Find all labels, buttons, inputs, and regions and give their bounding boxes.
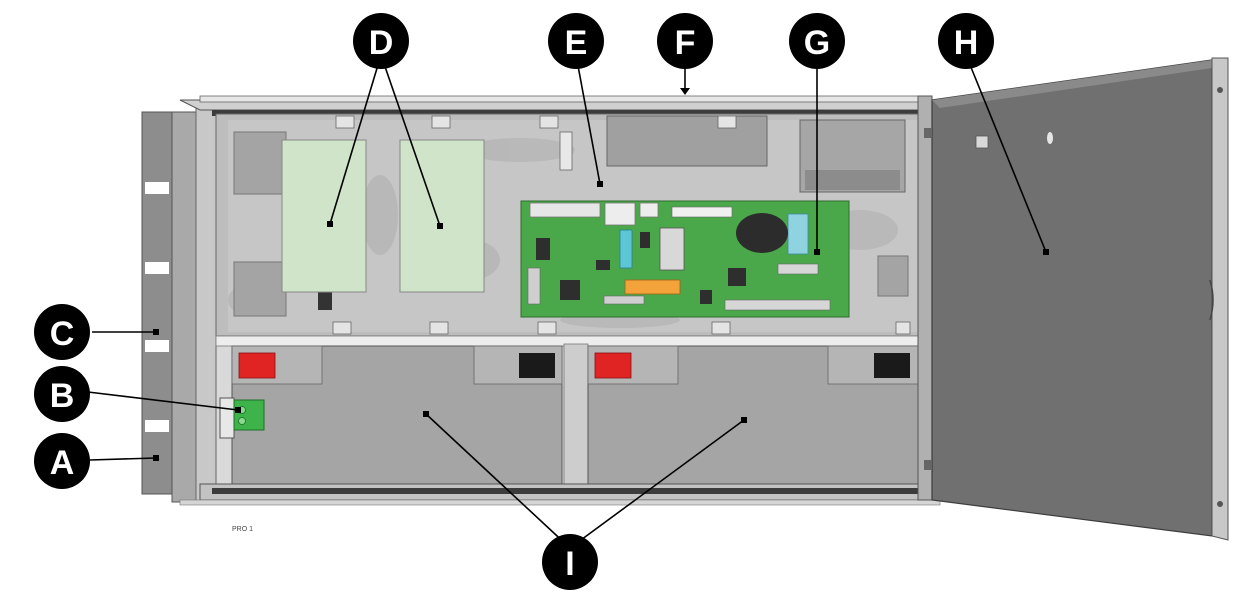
leader-line-i-2 [569, 419, 745, 549]
figure-caption: PRO 1 [232, 526, 254, 533]
enclosure-door [917, 57, 1229, 541]
leader-dot-f [680, 88, 690, 95]
callout-e: E [548, 13, 604, 69]
left-side-wall [141, 99, 217, 503]
battery-right-positive-terminal [594, 352, 632, 379]
power-module-left [281, 139, 367, 293]
callout-f: F [657, 13, 713, 69]
battery-left [231, 345, 563, 485]
callout-e-label: E [565, 24, 588, 62]
leader-dot-d-1 [327, 221, 333, 227]
callout-h-label: H [954, 24, 979, 62]
leader-line-b [87, 391, 239, 411]
leader-line-a [89, 457, 157, 461]
callout-g-label: G [804, 24, 830, 62]
callout-c-label: C [50, 315, 75, 353]
callout-i: I [542, 534, 598, 590]
callout-a: A [34, 433, 90, 489]
battery-left-positive-terminal [238, 352, 276, 379]
leader-dots [153, 88, 1049, 461]
callout-g: G [789, 13, 845, 69]
leader-line-d-2 [380, 54, 441, 227]
controller-pcb [520, 200, 850, 318]
leader-dot-a [153, 455, 159, 461]
callout-b-label: B [50, 377, 75, 415]
leader-line-i-1 [425, 413, 571, 549]
callout-badges: A B C D E F G H [34, 13, 994, 590]
callout-d-label: D [369, 24, 394, 62]
callout-c: C [34, 304, 90, 360]
callout-a-label: A [50, 444, 75, 482]
leader-dot-h [1043, 249, 1049, 255]
callout-b: B [34, 366, 90, 422]
callout-h: H [938, 13, 994, 69]
bottom-rail [179, 483, 941, 506]
leader-line-h [965, 54, 1047, 253]
battery-left-negative-terminal [519, 353, 555, 378]
leader-lines [87, 54, 1047, 549]
leader-dot-i-1 [423, 411, 429, 417]
callout-d: D [353, 13, 409, 69]
leader-dot-i-2 [741, 417, 747, 423]
leader-dot-e [597, 181, 603, 187]
leader-dot-g [814, 249, 820, 255]
power-module-right [399, 139, 485, 293]
battery-right [587, 345, 919, 485]
callout-f-label: F [675, 24, 696, 62]
power-modules [281, 139, 485, 293]
leader-line-e [575, 54, 601, 185]
leader-line-d-1 [329, 54, 382, 225]
leader-dot-c [153, 329, 159, 335]
leader-dot-b [235, 407, 241, 413]
leader-dot-d-2 [437, 223, 443, 229]
battery-right-negative-terminal [874, 353, 910, 378]
callout-i-label: I [565, 545, 574, 583]
